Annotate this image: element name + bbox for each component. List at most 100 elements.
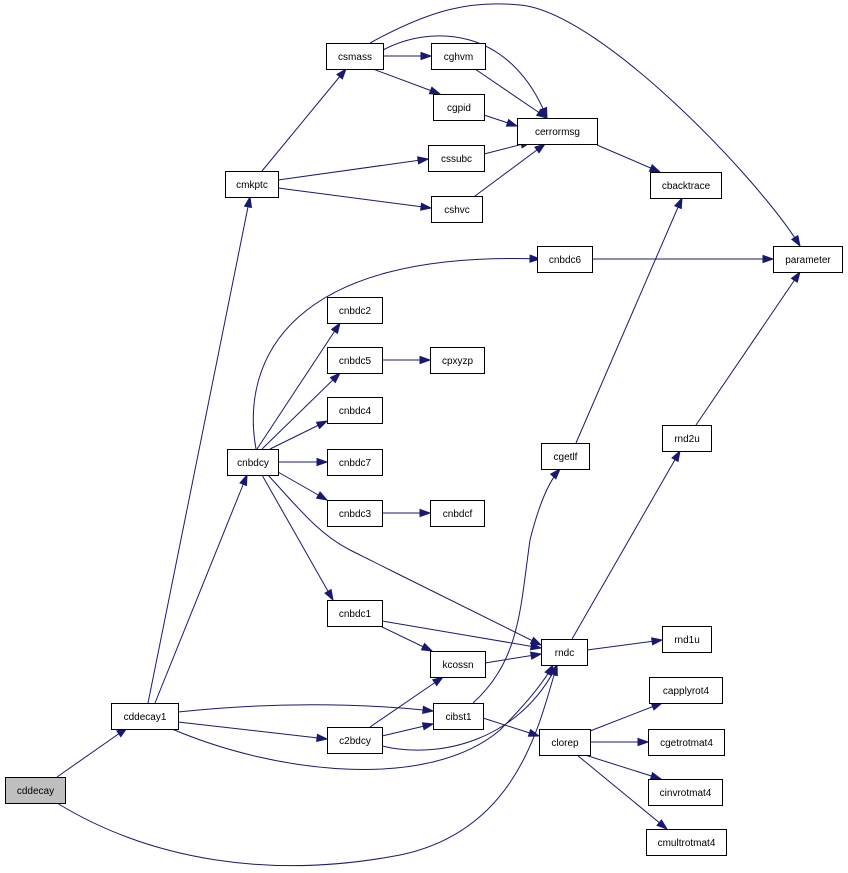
edge-line bbox=[695, 271, 801, 426]
node-box[interactable] bbox=[649, 677, 723, 704]
node-cnbdcy[interactable]: cnbdcy bbox=[227, 449, 279, 476]
node-kcossn[interactable]: kcossn bbox=[430, 651, 486, 678]
node-label: cnbdc6 bbox=[549, 255, 582, 266]
node-cddecay1[interactable]: cddecay1 bbox=[111, 703, 179, 730]
node-cnbdc1[interactable]: cnbdc1 bbox=[327, 600, 383, 627]
node-box[interactable] bbox=[326, 43, 384, 70]
arrowhead-icon bbox=[790, 234, 801, 248]
node-label: cssubc bbox=[441, 154, 472, 165]
node-label: cgetlf bbox=[554, 452, 578, 463]
arrowhead-icon bbox=[421, 722, 435, 731]
node-box[interactable] bbox=[327, 727, 383, 754]
node-box[interactable] bbox=[537, 246, 593, 273]
node-cibst1[interactable]: cibst1 bbox=[433, 703, 484, 730]
node-label: clorep bbox=[551, 738, 579, 749]
node-box[interactable] bbox=[431, 196, 483, 223]
node-cssubc[interactable]: cssubc bbox=[428, 145, 485, 172]
arrowhead-icon bbox=[649, 771, 663, 780]
node-label: cerrormsg bbox=[535, 127, 580, 138]
node-cddecay[interactable]: cddecay bbox=[5, 777, 66, 804]
arrowhead-icon bbox=[420, 202, 433, 211]
node-box[interactable] bbox=[433, 94, 485, 121]
arrowhead-icon bbox=[529, 651, 543, 660]
node-rndc[interactable]: rndc bbox=[541, 639, 588, 666]
arrowhead-icon bbox=[420, 51, 433, 61]
node-cnbdc3[interactable]: cnbdc3 bbox=[327, 500, 383, 527]
node-box[interactable] bbox=[111, 703, 179, 730]
node-cinvrotmat4[interactable]: cinvrotmat4 bbox=[648, 779, 723, 806]
node-csmass[interactable]: csmass bbox=[326, 43, 384, 70]
node-box[interactable] bbox=[430, 500, 485, 527]
arrowhead-icon bbox=[651, 637, 664, 646]
node-box[interactable] bbox=[541, 639, 588, 666]
node-cnbdc4[interactable]: cnbdc4 bbox=[327, 397, 383, 424]
node-c2bdcy[interactable]: c2bdcy bbox=[327, 727, 383, 754]
node-label: cmkptc bbox=[236, 180, 268, 191]
edge-cmkptc-to-cshvc bbox=[277, 187, 433, 211]
node-label: cmultrotmat4 bbox=[658, 838, 716, 849]
edge-cghvm-to-cerrormsg bbox=[474, 68, 549, 119]
node-box[interactable] bbox=[539, 729, 591, 756]
node-cmultrotmat4[interactable]: cmultrotmat4 bbox=[646, 829, 727, 856]
node-box[interactable] bbox=[225, 171, 279, 198]
edge-line bbox=[147, 196, 251, 704]
edge-line bbox=[277, 158, 429, 181]
node-box[interactable] bbox=[650, 172, 722, 199]
arrowhead-icon bbox=[549, 467, 562, 480]
node-cghvm[interactable]: cghvm bbox=[431, 43, 486, 70]
node-cgpid[interactable]: cgpid bbox=[433, 94, 485, 121]
arrowhead-icon bbox=[762, 254, 775, 264]
node-cnbdcf[interactable]: cnbdcf bbox=[430, 500, 485, 527]
node-box[interactable] bbox=[662, 425, 712, 452]
node-box[interactable] bbox=[327, 297, 383, 324]
arrowhead-icon bbox=[548, 663, 558, 677]
node-box[interactable] bbox=[327, 397, 383, 424]
node-cnbdc5[interactable]: cnbdc5 bbox=[327, 347, 383, 374]
node-cbacktrace[interactable]: cbacktrace bbox=[650, 172, 722, 199]
edge-line bbox=[584, 754, 662, 780]
node-parameter[interactable]: parameter bbox=[773, 246, 843, 273]
edge-line bbox=[267, 474, 542, 646]
arrowhead-icon bbox=[315, 420, 329, 430]
edge-cmkptc-to-csmass bbox=[261, 67, 347, 172]
node-clorep[interactable]: clorep bbox=[539, 729, 591, 756]
node-box[interactable] bbox=[662, 626, 712, 653]
node-box[interactable] bbox=[327, 600, 383, 627]
edge-csmass-to-cghvm bbox=[383, 51, 433, 61]
node-box[interactable] bbox=[433, 703, 484, 730]
node-cerrormsg[interactable]: cerrormsg bbox=[517, 118, 598, 145]
edge-clorep-to-capplyrot4 bbox=[589, 702, 664, 732]
node-box[interactable] bbox=[648, 779, 723, 806]
node-cmkptc[interactable]: cmkptc bbox=[225, 171, 279, 198]
edge-line bbox=[575, 197, 683, 444]
node-label: capplyrot4 bbox=[663, 686, 710, 697]
edge-line bbox=[261, 474, 334, 601]
node-box[interactable] bbox=[430, 347, 485, 374]
node-cpxyzp[interactable]: cpxyzp bbox=[430, 347, 485, 374]
node-box[interactable] bbox=[648, 729, 725, 756]
node-box[interactable] bbox=[773, 246, 843, 273]
node-cnbdc7[interactable]: cnbdc7 bbox=[327, 449, 383, 476]
node-box[interactable] bbox=[431, 43, 486, 70]
node-cgetrotmat4[interactable]: cgetrotmat4 bbox=[648, 729, 725, 756]
node-label: cinvrotmat4 bbox=[660, 788, 712, 799]
node-box[interactable] bbox=[327, 347, 383, 374]
node-rnd1u[interactable]: rnd1u bbox=[662, 626, 712, 653]
node-box[interactable] bbox=[646, 829, 727, 856]
node-box[interactable] bbox=[541, 443, 590, 470]
node-rnd2u[interactable]: rnd2u bbox=[662, 425, 712, 452]
node-box[interactable] bbox=[327, 500, 383, 527]
node-box[interactable] bbox=[327, 449, 383, 476]
node-box[interactable] bbox=[517, 118, 598, 145]
node-capplyrot4[interactable]: capplyrot4 bbox=[649, 677, 723, 704]
node-box[interactable] bbox=[227, 449, 279, 476]
node-cnbdc6[interactable]: cnbdc6 bbox=[537, 246, 593, 273]
node-box[interactable] bbox=[430, 651, 486, 678]
node-cnbdc2[interactable]: cnbdc2 bbox=[327, 297, 383, 324]
node-cshvc[interactable]: cshvc bbox=[431, 196, 483, 223]
node-cgetlf[interactable]: cgetlf bbox=[541, 443, 590, 470]
node-box[interactable] bbox=[5, 777, 66, 804]
arrowhead-icon bbox=[330, 321, 341, 335]
edge-line bbox=[261, 68, 347, 172]
node-box[interactable] bbox=[428, 145, 485, 172]
